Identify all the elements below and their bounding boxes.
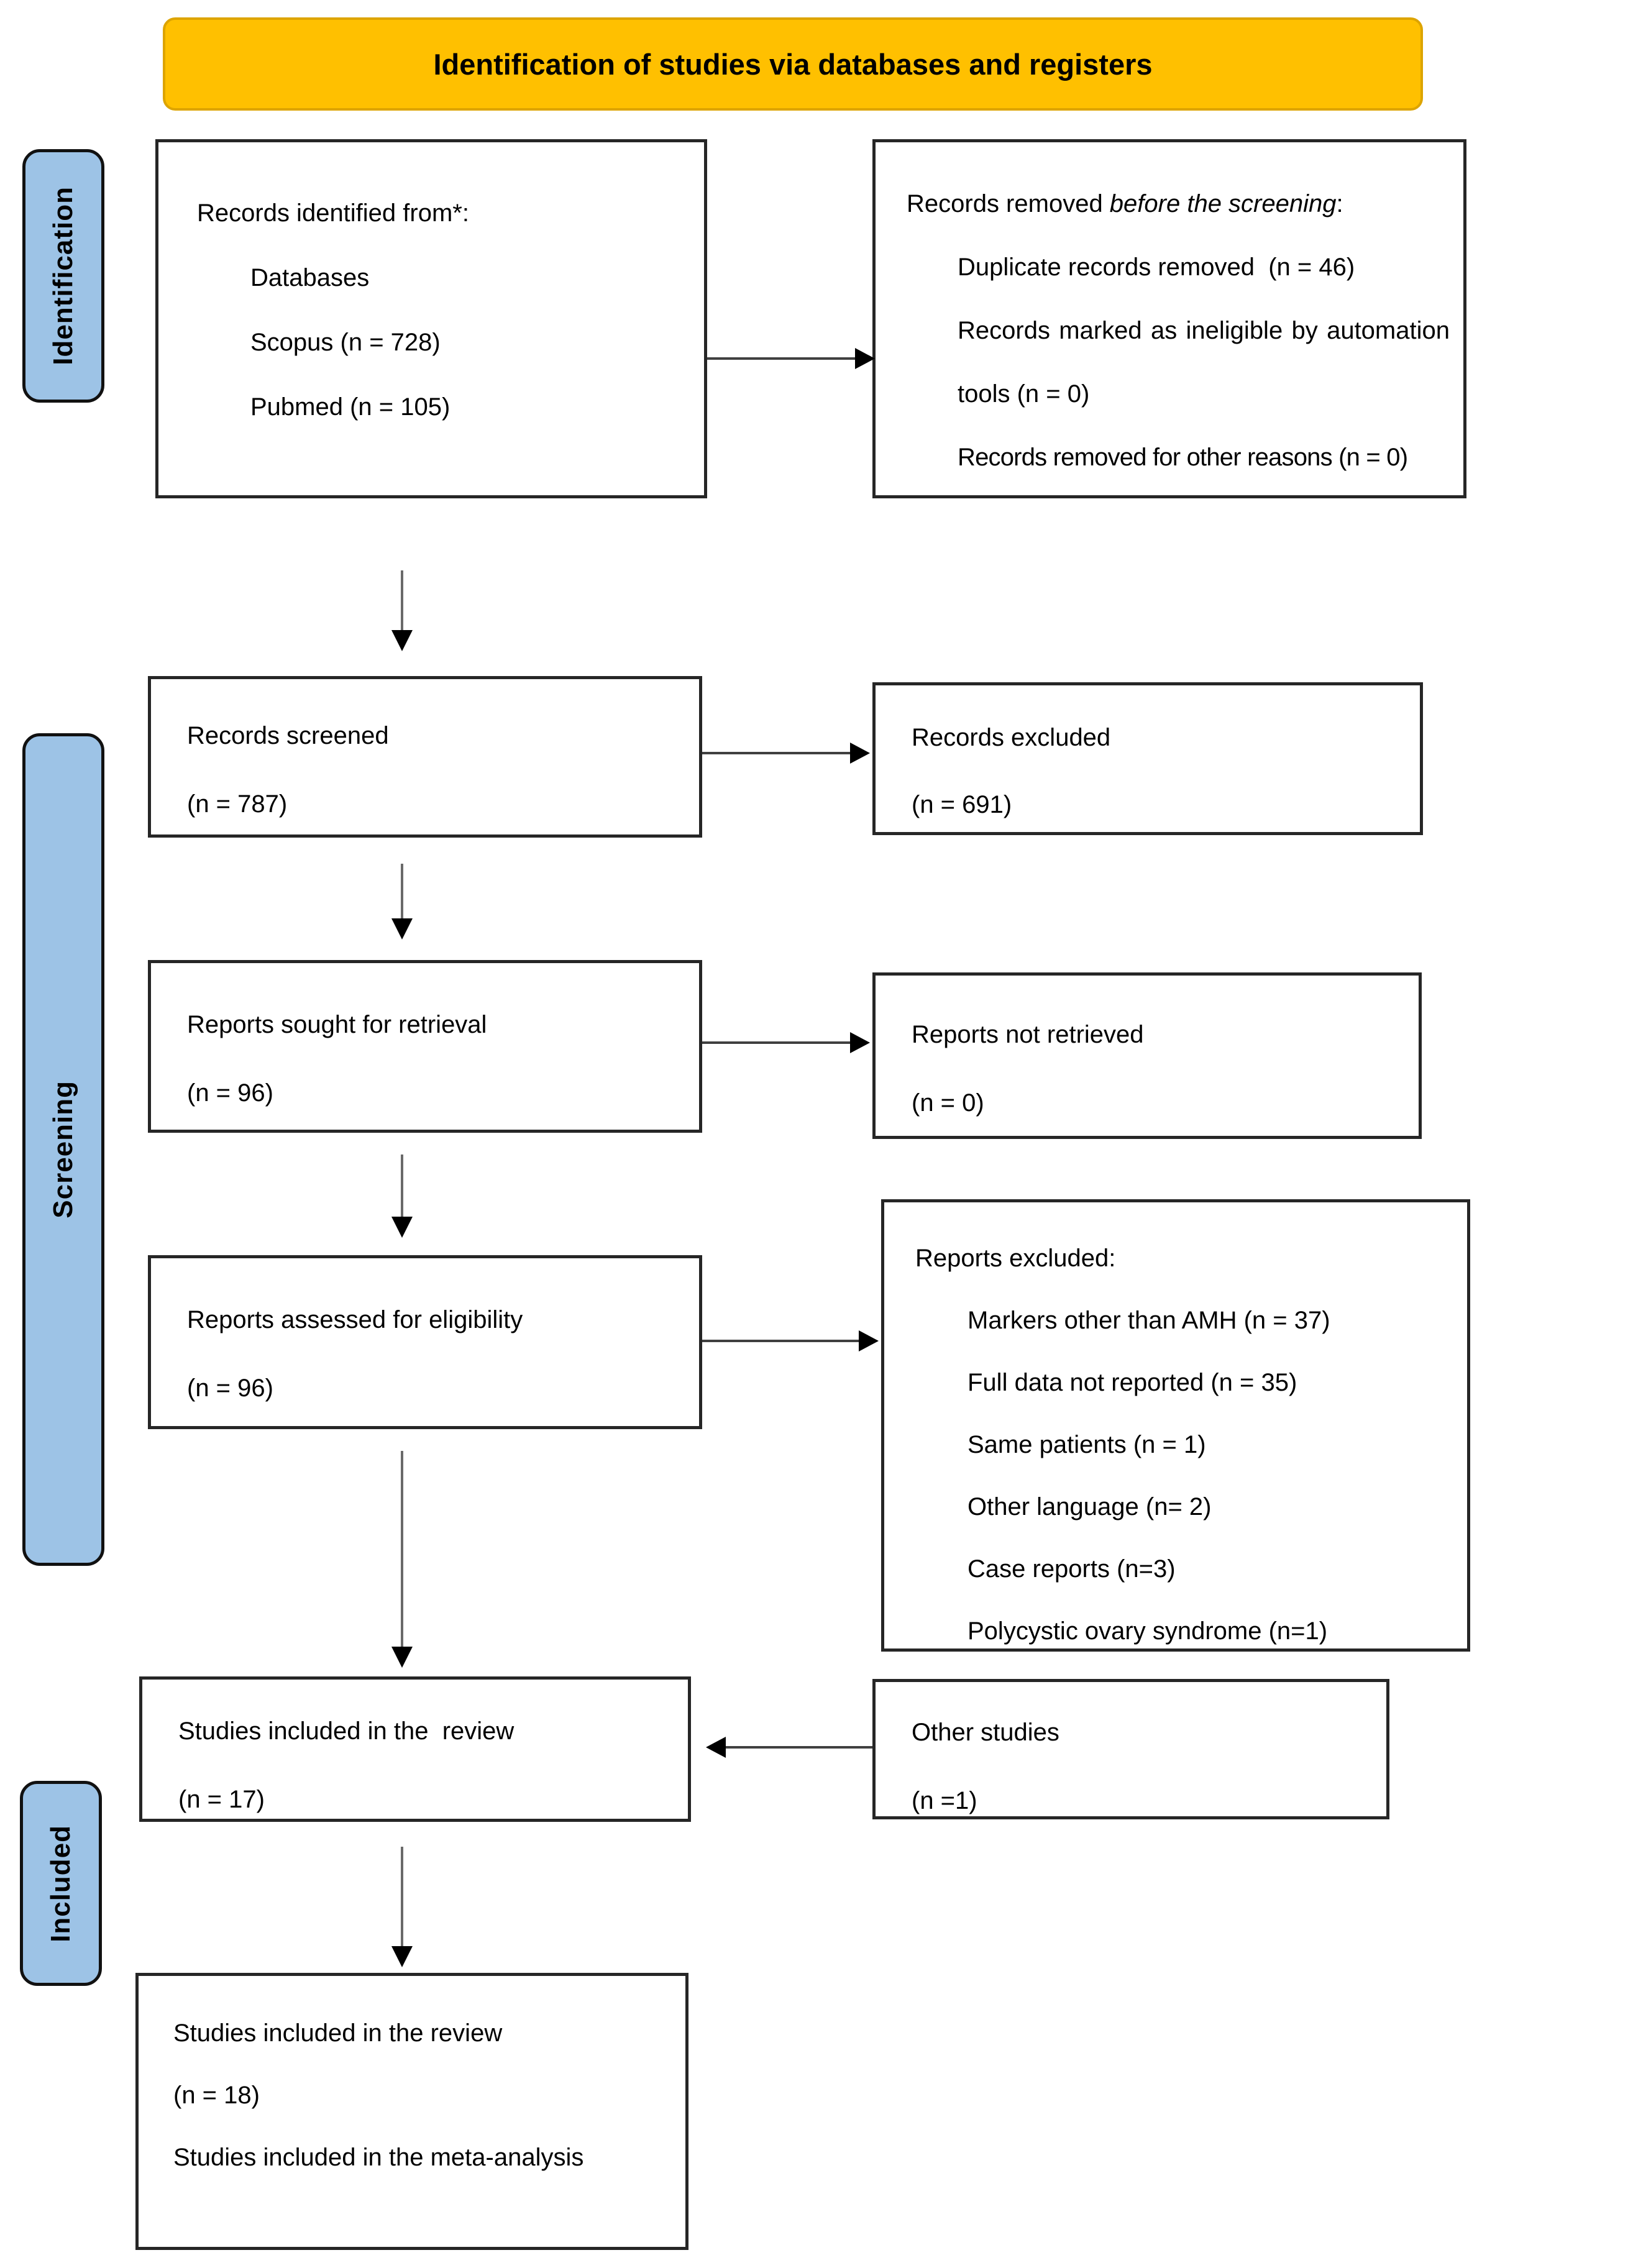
box-studies-included-in-review: Studies included in the review (n = 17) <box>139 1676 691 1822</box>
box-line-1: Studies included in the review <box>178 1717 515 1745</box>
box-reports-assessed-for-eligibility: Reports assessed for eligibility (n = 96… <box>148 1255 702 1429</box>
box-studies-included-final: Studies included in the review (n = 18) … <box>135 1973 688 2250</box>
down-arrow-assessed-to-included <box>401 1451 403 1647</box>
down-arrow-identified-to-screened <box>401 570 403 630</box>
right-arrow-screened-to-excluded <box>702 752 850 754</box>
down-arrow-included-to-final <box>401 1847 403 1946</box>
diagram-title: Identification of studies via databases … <box>433 47 1153 81</box>
diagram-title-banner: Identification of studies via databases … <box>163 17 1423 111</box>
list-item: Markers other than AMH (n = 37) <box>967 1307 1330 1334</box>
title-prefix: Records removed <box>907 190 1110 217</box>
list-item: Case reports (n=3) <box>967 1555 1176 1583</box>
list-item: Duplicate records removed (n = 46) <box>958 254 1355 281</box>
list-item: Polycystic ovary syndrome (n=1) <box>967 1617 1328 1645</box>
box-other-studies: Other studies (n =1) <box>872 1679 1389 1819</box>
box-line-1: Reports sought for retrieval <box>187 1011 487 1038</box>
down-arrow-screened-to-sought <box>401 864 403 918</box>
down-arrow-sought-to-assessed <box>401 1155 403 1217</box>
box-line-1: Other studies <box>912 1719 1059 1746</box>
box-reports-not-retrieved: Reports not retrieved (n = 0) <box>872 972 1422 1139</box>
box-title: Records removed before the screening: <box>907 172 1446 235</box>
left-arrow-other-studies-to-review <box>726 1746 872 1749</box>
box-line-2: (n = 787) <box>187 790 288 818</box>
box-line-2: (n = 96) <box>187 1079 273 1107</box>
right-arrow-assessed-to-excluded <box>702 1340 859 1342</box>
box-line-3: Studies included in the meta-analysis <box>173 2144 584 2171</box>
box-line-2: (n = 0) <box>912 1089 984 1117</box>
stage-label-identification: Identification <box>22 149 104 403</box>
list-item: Other language (n= 2) <box>967 1493 1212 1520</box>
stage-label-included: Included <box>20 1781 102 1986</box>
list-item: Databases <box>250 264 370 291</box>
stage-label-screening-text: Screening <box>48 1081 78 1219</box>
stage-label-identification-text: Identification <box>48 186 78 365</box>
box-line-1: Reports not retrieved <box>912 1021 1144 1048</box>
box-line-2: (n = 96) <box>187 1374 273 1402</box>
box-reports-excluded: Reports excluded: Markers other than AMH… <box>881 1199 1470 1652</box>
box-line-1: Records excluded <box>912 724 1111 751</box>
right-arrow-sought-to-not-retrieved <box>702 1041 850 1044</box>
right-arrow-identified-to-removed <box>707 357 855 360</box>
box-line-1: Reports assessed for eligibility <box>187 1306 523 1333</box>
list-item: Records removed for other reasons (n = 0… <box>958 444 1408 471</box>
box-records-identified: Records identified from*: Databases Scop… <box>155 139 707 498</box>
box-line-2: (n = 17) <box>178 1786 265 1813</box>
box-reports-sought-for-retrieval: Reports sought for retrieval (n = 96) <box>148 960 702 1133</box>
list-item: Records marked as ineligible by automati… <box>958 317 1450 408</box>
box-records-excluded: Records excluded (n = 691) <box>872 682 1423 835</box>
box-title: Records identified from*: <box>197 199 469 227</box>
title-suffix: : <box>1336 190 1343 217</box>
box-line-2: (n = 18) <box>173 2082 260 2109</box>
list-item: Full data not reported (n = 35) <box>967 1369 1297 1396</box>
box-line-1: Studies included in the review <box>173 2019 503 2047</box>
list-item: Same patients (n = 1) <box>967 1431 1206 1458</box>
box-line-1: Records screened <box>187 722 389 749</box>
stage-label-screening: Screening <box>22 733 104 1566</box>
box-line-2: (n = 691) <box>912 791 1012 818</box>
stage-label-included-text: Included <box>45 1824 76 1942</box>
title-italic: before the screening <box>1109 190 1337 217</box>
box-title: Reports excluded: <box>915 1245 1116 1272</box>
box-line-2: (n =1) <box>912 1787 977 1814</box>
box-records-removed-before-screening: Records removed before the screening: Du… <box>872 139 1466 498</box>
box-records-screened: Records screened (n = 787) <box>148 676 702 838</box>
list-item: Scopus (n = 728) <box>250 329 441 356</box>
list-item: Pubmed (n = 105) <box>250 393 451 421</box>
